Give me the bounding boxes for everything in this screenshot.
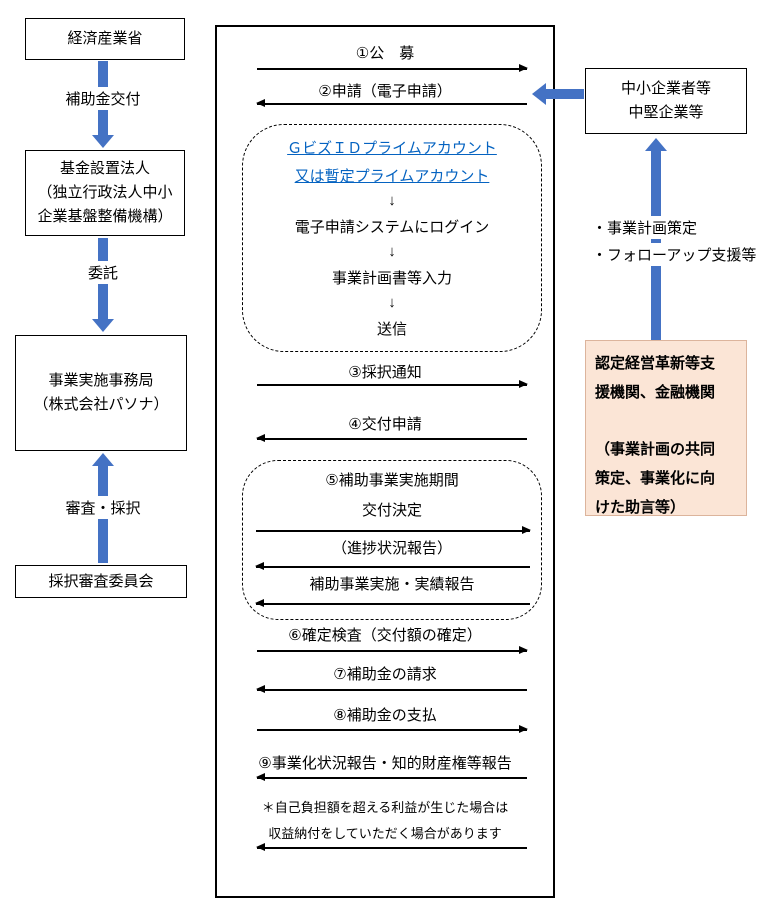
companies-line: 中堅企業等	[628, 104, 704, 121]
arrow-grant-decision-right-icon	[256, 527, 531, 533]
step2-label: ②申請（電子申請）	[318, 83, 452, 100]
arrow-step4-left-icon	[256, 435, 527, 441]
down-arrow-icon: ↓	[388, 294, 396, 312]
gbiz-id-prime-account-link[interactable]: ＧビズＩＤプライムアカウント	[287, 140, 497, 158]
profit-note-line1: ＊自己負担額を超える利益が生じた場合は	[261, 800, 509, 815]
send-step-label: 送信	[376, 320, 407, 338]
step3-label: ③採択通知	[348, 364, 422, 381]
login-step-label: 電子申請システムにログイン	[294, 218, 490, 236]
support-org-line: 策定、事業化に向	[595, 470, 716, 487]
step5-title: ⑤補助事業実施期間	[325, 472, 459, 489]
meti-box: 経済産業省	[25, 18, 185, 60]
arrow-implementation-report-left-icon	[255, 600, 530, 606]
fund-org-box: 基金設置法人 （独立行政法人中小 企業基盤整備機構）	[25, 150, 185, 236]
step7-label: ⑦補助金の請求	[333, 666, 437, 683]
arrow-companies-to-flow-icon	[546, 89, 584, 99]
implementation-report-label: 補助事業実施・実績報告	[309, 576, 475, 593]
step9-label: ⑨事業化状況報告・知的財産権等報告	[258, 755, 512, 772]
step6-label: ⑥確定検査（交付額の確定）	[288, 627, 482, 644]
profit-note-line2: 収益納付をしていただく場合があります	[268, 826, 502, 841]
fund-org-line: 企業基盤整備機構）	[37, 208, 173, 225]
support-org-line: 認定経営革新等支	[595, 355, 716, 372]
office-line: （株式会社パソナ）	[33, 396, 169, 413]
grant-label: 補助金交付	[61, 87, 145, 110]
arrow-progress-report-left-icon	[255, 563, 530, 569]
support-org-line: 援機関、金融機関	[595, 384, 716, 401]
companies-box: 中小企業者等 中堅企業等	[585, 68, 747, 134]
implementation-period-box: ⑤補助事業実施期間 交付決定 （進捗状況報告） 補助事業実施・実績報告	[242, 460, 542, 620]
step1-label: ①公 募	[355, 45, 415, 62]
grant-decision-label: 交付決定	[361, 502, 422, 519]
step8-label: ⑧補助金の支払	[333, 707, 437, 724]
down-arrow-icon: ↓	[388, 192, 396, 210]
office-line: 事業実施事務局	[48, 372, 154, 389]
fund-org-line: （独立行政法人中小	[37, 184, 173, 201]
review-label: 審査・採択	[61, 496, 145, 519]
progress-report-label: （進捗状況報告）	[331, 540, 452, 557]
main-flow-box: ①公 募 ②申請（電子申請） ＧビズＩＤプライムアカウント 又は暫定プライムアカ…	[215, 25, 555, 898]
arrow-step8-right-icon	[257, 726, 528, 732]
committee-label: 採択審査委員会	[48, 572, 154, 590]
companies-line: 中小企業者等	[620, 80, 711, 97]
arrow-step2-left-icon	[256, 100, 527, 106]
meti-label: 経済産業省	[67, 30, 143, 47]
down-arrow-icon: ↓	[388, 243, 396, 261]
arrow-step3-right-icon	[257, 381, 528, 387]
office-box: 事業実施事務局 （株式会社パソナ）	[15, 335, 187, 451]
plan-input-step-label: 事業計画書等入力	[331, 269, 452, 287]
support-bullet-1: ・事業計画策定	[588, 216, 702, 239]
support-org-line: （事業計画の共同	[595, 441, 716, 458]
arrow-step6-right-icon	[257, 647, 528, 653]
step4-label: ④交付申請	[348, 416, 422, 433]
gbiz-login-flow-box: ＧビズＩＤプライムアカウント 又は暫定プライムアカウント ↓ 電子申請システムに…	[242, 124, 542, 352]
fund-org-line: 基金設置法人	[59, 160, 150, 177]
provisional-prime-account-link[interactable]: 又は暫定プライムアカウント	[294, 167, 490, 185]
committee-box: 採択審査委員会	[15, 565, 187, 598]
arrow-step7-left-icon	[256, 686, 527, 692]
support-org-line: けた助言等）	[595, 499, 686, 516]
arrow-step9-left-icon	[256, 774, 527, 780]
entrust-label: 委託	[83, 261, 123, 284]
support-org-box: 認定経営革新等支 援機関、金融機関 （事業計画の共同 策定、事業化に向 けた助言…	[585, 340, 747, 516]
arrow-step1-right-icon	[257, 65, 528, 71]
arrow-profit-note-left-icon	[256, 844, 527, 850]
support-bullet-2: ・フォローアップ支援等	[588, 243, 761, 266]
